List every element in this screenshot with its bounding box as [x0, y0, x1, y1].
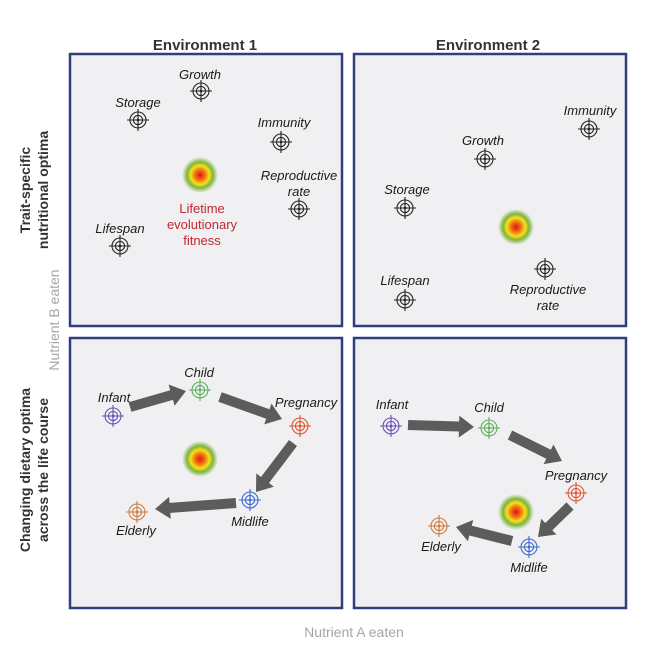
label-child: Child — [184, 365, 214, 380]
target-elderly-icon — [428, 515, 450, 537]
row-title-lifecourse-line1: Changing dietary optima — [17, 388, 33, 552]
column-title-env1: Environment 1 — [153, 37, 257, 54]
label-lifespan: Lifespan — [95, 221, 144, 236]
x-axis-label: Nutrient A eaten — [304, 624, 404, 640]
panel-env1-lifecourse-content: Child Infant Pregnancy Midlife Elderly — [98, 365, 339, 538]
row-title-trait-line1: Trait-specific — [17, 147, 33, 234]
target-storage-icon — [127, 109, 149, 131]
fitness-label-line3: fitness — [183, 233, 221, 248]
arrow-pregnancy-to-midlife — [256, 440, 297, 492]
arrow-infant-to-child — [407, 415, 474, 438]
panel-env2-traits — [352, 52, 628, 328]
arrow-child-to-pregnancy — [507, 430, 562, 465]
column-title-env2: Environment 2 — [436, 37, 540, 54]
label-immunity: Immunity — [564, 103, 618, 118]
arrow-midlife-to-elderly — [155, 496, 237, 519]
label-infant: Infant — [376, 397, 410, 412]
arrow-pregnancy-to-midlife — [538, 502, 574, 537]
row-title-trait: Trait-specific nutritional optima — [17, 131, 51, 249]
target-elderly-icon — [126, 501, 148, 523]
target-storage-icon — [394, 197, 416, 219]
label-reproductive-line2: rate — [537, 298, 559, 313]
fitness-label-line2: evolutionary — [167, 217, 238, 232]
label-immunity: Immunity — [258, 115, 312, 130]
target-reproductive-icon — [534, 258, 556, 280]
arrow-infant-to-child — [128, 384, 186, 412]
label-midlife: Midlife — [231, 514, 269, 529]
panel-env1-traits-content: Growth Storage Immunity Reproductive rat… — [95, 67, 337, 257]
label-elderly: Elderly — [116, 523, 157, 538]
label-infant: Infant — [98, 390, 132, 405]
row-title-lifecourse: Changing dietary optima across the life … — [17, 388, 51, 552]
label-storage: Storage — [384, 182, 430, 197]
fitness-optimum-icon — [498, 209, 534, 245]
target-reproductive-icon — [288, 198, 310, 220]
target-immunity-icon — [270, 131, 292, 153]
label-growth: Growth — [179, 67, 221, 82]
arrow-child-to-pregnancy — [218, 392, 282, 425]
panel-env2-lifecourse-content: Infant Child Pregnancy Elderly Midlife — [376, 397, 609, 575]
label-lifespan: Lifespan — [380, 273, 429, 288]
target-immunity-icon — [578, 118, 600, 140]
target-pregnancy-icon — [289, 415, 311, 437]
target-child-icon — [189, 379, 211, 401]
target-child-icon — [478, 417, 500, 439]
target-lifespan-icon — [109, 235, 131, 257]
label-storage: Storage — [115, 95, 161, 110]
target-growth-icon — [190, 80, 212, 102]
fitness-label-line1: Lifetime — [179, 201, 225, 216]
row-title-lifecourse-line2: across the life course — [35, 398, 51, 542]
fitness-optimum-icon — [182, 157, 218, 193]
target-lifespan-icon — [394, 289, 416, 311]
label-pregnancy: Pregnancy — [275, 395, 339, 410]
panel-env2-traits-content: Immunity Growth Storage Reproductive rat… — [380, 103, 617, 313]
label-reproductive-line2: rate — [288, 184, 310, 199]
label-midlife: Midlife — [510, 560, 548, 575]
fitness-optimum-icon — [182, 441, 218, 477]
target-infant-icon — [380, 415, 402, 437]
target-midlife-icon — [518, 536, 540, 558]
target-growth-icon — [474, 148, 496, 170]
row-title-trait-line2: nutritional optima — [35, 131, 51, 249]
target-midlife-icon — [239, 489, 261, 511]
label-child: Child — [474, 400, 504, 415]
label-growth: Growth — [462, 133, 504, 148]
label-pregnancy: Pregnancy — [545, 468, 609, 483]
arrow-midlife-to-elderly — [456, 520, 514, 546]
panel-env2-lifecourse — [352, 336, 628, 610]
target-pregnancy-icon — [565, 482, 587, 504]
label-reproductive-line1: Reproductive — [510, 282, 587, 297]
fitness-optimum-icon — [498, 494, 534, 530]
label-elderly: Elderly — [421, 539, 462, 554]
y-axis-label: Nutrient B eaten — [46, 269, 62, 370]
target-infant-icon — [102, 405, 124, 427]
label-reproductive-line1: Reproductive — [261, 168, 338, 183]
